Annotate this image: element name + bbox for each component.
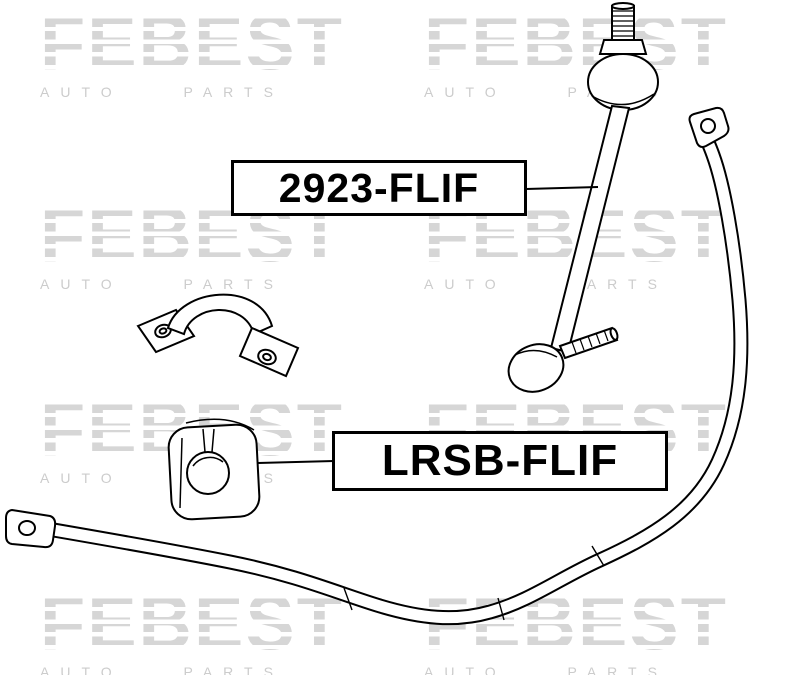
top-stud-threads xyxy=(612,10,634,37)
stabilizer-bar-drawing xyxy=(5,106,749,626)
bushing-drawing xyxy=(167,418,261,521)
bar-bend-marks xyxy=(343,545,605,621)
leader-line-link xyxy=(525,186,599,190)
part-label-link: 2923-FLIF xyxy=(231,160,527,216)
bracket-drawing xyxy=(136,293,300,378)
leader-line-bushing xyxy=(257,460,335,464)
bottom-stud-threads xyxy=(571,329,609,354)
bushing-slit xyxy=(202,428,215,453)
bar-right-eyelet xyxy=(688,106,730,148)
bar-left-eyelet xyxy=(5,508,57,549)
part-label-bushing: LRSB-FLIF xyxy=(332,431,668,491)
stabilizer-link-drawing xyxy=(507,2,659,393)
